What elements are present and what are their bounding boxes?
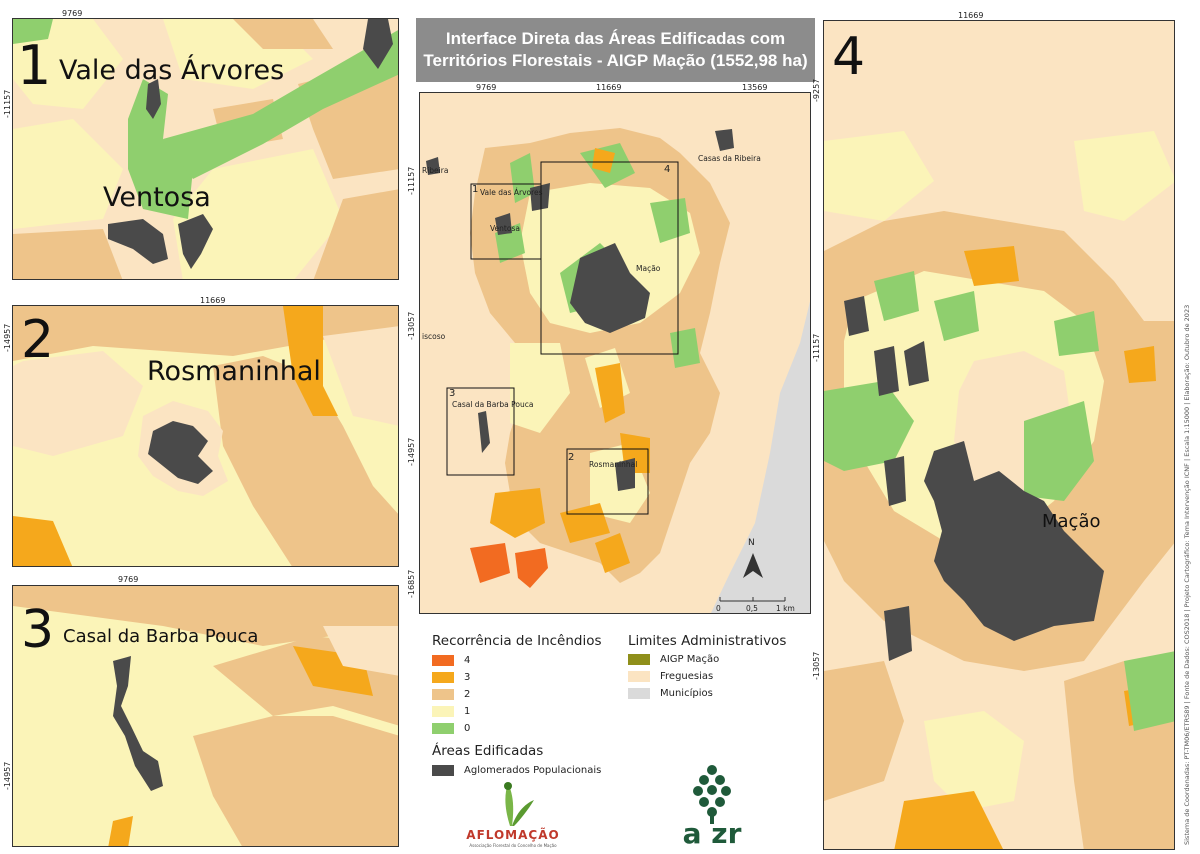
main-label-casal: Casal da Barba Pouca — [452, 400, 534, 409]
inset2-top-coord: 11669 — [200, 296, 226, 305]
legend-admin-label-municipios: Municípios — [660, 688, 713, 699]
inset4-top-coord: 11669 — [958, 11, 984, 20]
legend-fire-label-4: 4 — [464, 655, 471, 666]
legend-fire-label-3: 3 — [464, 672, 471, 683]
legend-built-title: Áreas Edificadas — [432, 743, 544, 759]
map-title: Interface Direta das Áreas Edificadas co… — [416, 18, 815, 82]
legend-swatch — [432, 655, 454, 666]
inset1-top-coord: 9769 — [62, 9, 83, 18]
aflomacao-logo: AFLOMAÇÃO Associação Florestal do Concel… — [448, 778, 578, 848]
main-top-coord-1: 9769 — [476, 83, 497, 92]
main-box3-number: 3 — [449, 388, 456, 399]
legend-swatch — [432, 689, 454, 700]
aflomacao-logo-text: AFLOMAÇÃO — [466, 828, 560, 842]
main-side-coord-4: -16857 — [407, 569, 416, 598]
inset3-top-coord: 9769 — [118, 575, 139, 584]
main-side-coord-1: -11157 — [407, 166, 416, 195]
main-side-coord-2: -13057 — [407, 311, 416, 340]
main-map[interactable]: 1 4 3 2 Vale das Árvores Ventosa Mação C… — [419, 92, 811, 614]
legend-built-label: Aglomerados Populacionais — [464, 765, 602, 776]
inset3-map-graphic — [13, 586, 398, 846]
inset1-map-graphic — [13, 19, 398, 279]
main-label-macao: Mação — [636, 264, 661, 273]
scale-label-1km: 1 km — [776, 604, 795, 613]
inset-map-3[interactable]: 3 Casal da Barba Pouca — [12, 585, 399, 847]
legend-fire-row-3: 3 — [432, 672, 470, 683]
azr-logo-text: a zr — [682, 817, 742, 850]
aflomacao-logo-subtitle: Associação Florestal do Concelho de Maçã… — [469, 843, 557, 848]
legend-swatch — [432, 723, 454, 734]
inset2-map-graphic — [13, 306, 398, 566]
legend-swatch — [432, 672, 454, 683]
main-label-vale: Vale das Árvores — [480, 188, 543, 197]
legend-fire-title: Recorrência de Incêndios — [432, 633, 602, 649]
inset4-side-coord-top: -9257 — [812, 78, 821, 102]
inset-map-2[interactable]: 2 Rosmaninhal — [12, 305, 399, 567]
main-label-ribeira: Ribeira — [422, 166, 449, 175]
legend-swatch — [432, 706, 454, 717]
inset4-map-graphic — [824, 21, 1174, 849]
inset1-number: 1 — [17, 34, 52, 97]
map-title-line2: Territórios Florestais - AIGP Mação (155… — [423, 51, 808, 70]
inset3-label: Casal da Barba Pouca — [63, 626, 259, 647]
map-credits: Sistema de Coordenadas: PT-TM06/ETRS89 |… — [1183, 304, 1191, 845]
inset2-side-coord: -14957 — [3, 323, 12, 352]
aflomacao-leaf-icon — [504, 782, 534, 826]
main-top-coord-2: 11669 — [596, 83, 622, 92]
main-label-ventosa: Ventosa — [490, 224, 520, 233]
legend-built-row: Aglomerados Populacionais — [432, 765, 601, 776]
legend-fire-row-0: 0 — [432, 723, 470, 734]
main-label-bicoso: iscoso — [422, 332, 446, 341]
inset-map-1[interactable]: 1 Vale das Árvores Ventosa — [12, 18, 399, 280]
legend-swatch — [628, 688, 650, 699]
legend-swatch — [628, 654, 650, 665]
legend-admin-label-aigp: AIGP Mação — [660, 654, 720, 665]
legend-fire-label-2: 2 — [464, 689, 471, 700]
main-label-casas: Casas da Ribeira — [698, 154, 761, 163]
inset-map-4[interactable]: 4 Mação — [823, 20, 1175, 850]
legend-swatch — [628, 671, 650, 682]
legend-swatch — [432, 765, 454, 776]
inset2-number: 2 — [21, 310, 55, 370]
inset4-number: 4 — [832, 27, 866, 87]
main-box2-number: 2 — [568, 452, 575, 463]
legend-fire-label-1: 1 — [464, 706, 471, 717]
inset1-label: Vale das Árvores — [59, 55, 285, 86]
main-box1-number: 1 — [472, 184, 479, 195]
inset3-number: 3 — [21, 600, 55, 660]
legend-admin-row-aigp: AIGP Mação — [628, 654, 719, 665]
scale-label-half: 0,5 — [746, 604, 758, 613]
inset1-side-coord: -11157 — [3, 89, 12, 118]
azr-tree-icon — [693, 765, 731, 824]
north-arrow-label: N — [748, 538, 755, 548]
inset2-label: Rosmaninhal — [147, 356, 321, 387]
inset4-side-coord-bot: -13057 — [812, 651, 821, 680]
legend-admin-row-municipios: Municípios — [628, 688, 713, 699]
inset4-side-coord-mid: -11157 — [812, 333, 821, 362]
azr-logo: a zr — [672, 764, 752, 852]
legend-fire-row-4: 4 — [432, 655, 470, 666]
legend-fire-row-1: 1 — [432, 706, 470, 717]
legend-fire-row-2: 2 — [432, 689, 470, 700]
main-box4-number: 4 — [664, 164, 671, 175]
legend-admin-row-freguesias: Freguesias — [628, 671, 713, 682]
main-label-rosmaninhal: Rosmaninhal — [589, 460, 638, 469]
inset3-side-coord: -14957 — [3, 761, 12, 790]
legend-fire-label-0: 0 — [464, 723, 471, 734]
main-map-graphic — [420, 93, 810, 613]
main-top-coord-3: 13569 — [742, 83, 768, 92]
main-side-coord-3: -14957 — [407, 437, 416, 466]
legend-admin-title: Limites Administrativos — [628, 633, 787, 649]
scale-label-0: 0 — [716, 604, 721, 613]
inset4-label: Mação — [1042, 511, 1101, 532]
map-title-line1: Interface Direta das Áreas Edificadas co… — [445, 29, 786, 48]
inset1-sublabel: Ventosa — [103, 182, 211, 213]
legend-admin-label-freguesias: Freguesias — [660, 671, 714, 682]
